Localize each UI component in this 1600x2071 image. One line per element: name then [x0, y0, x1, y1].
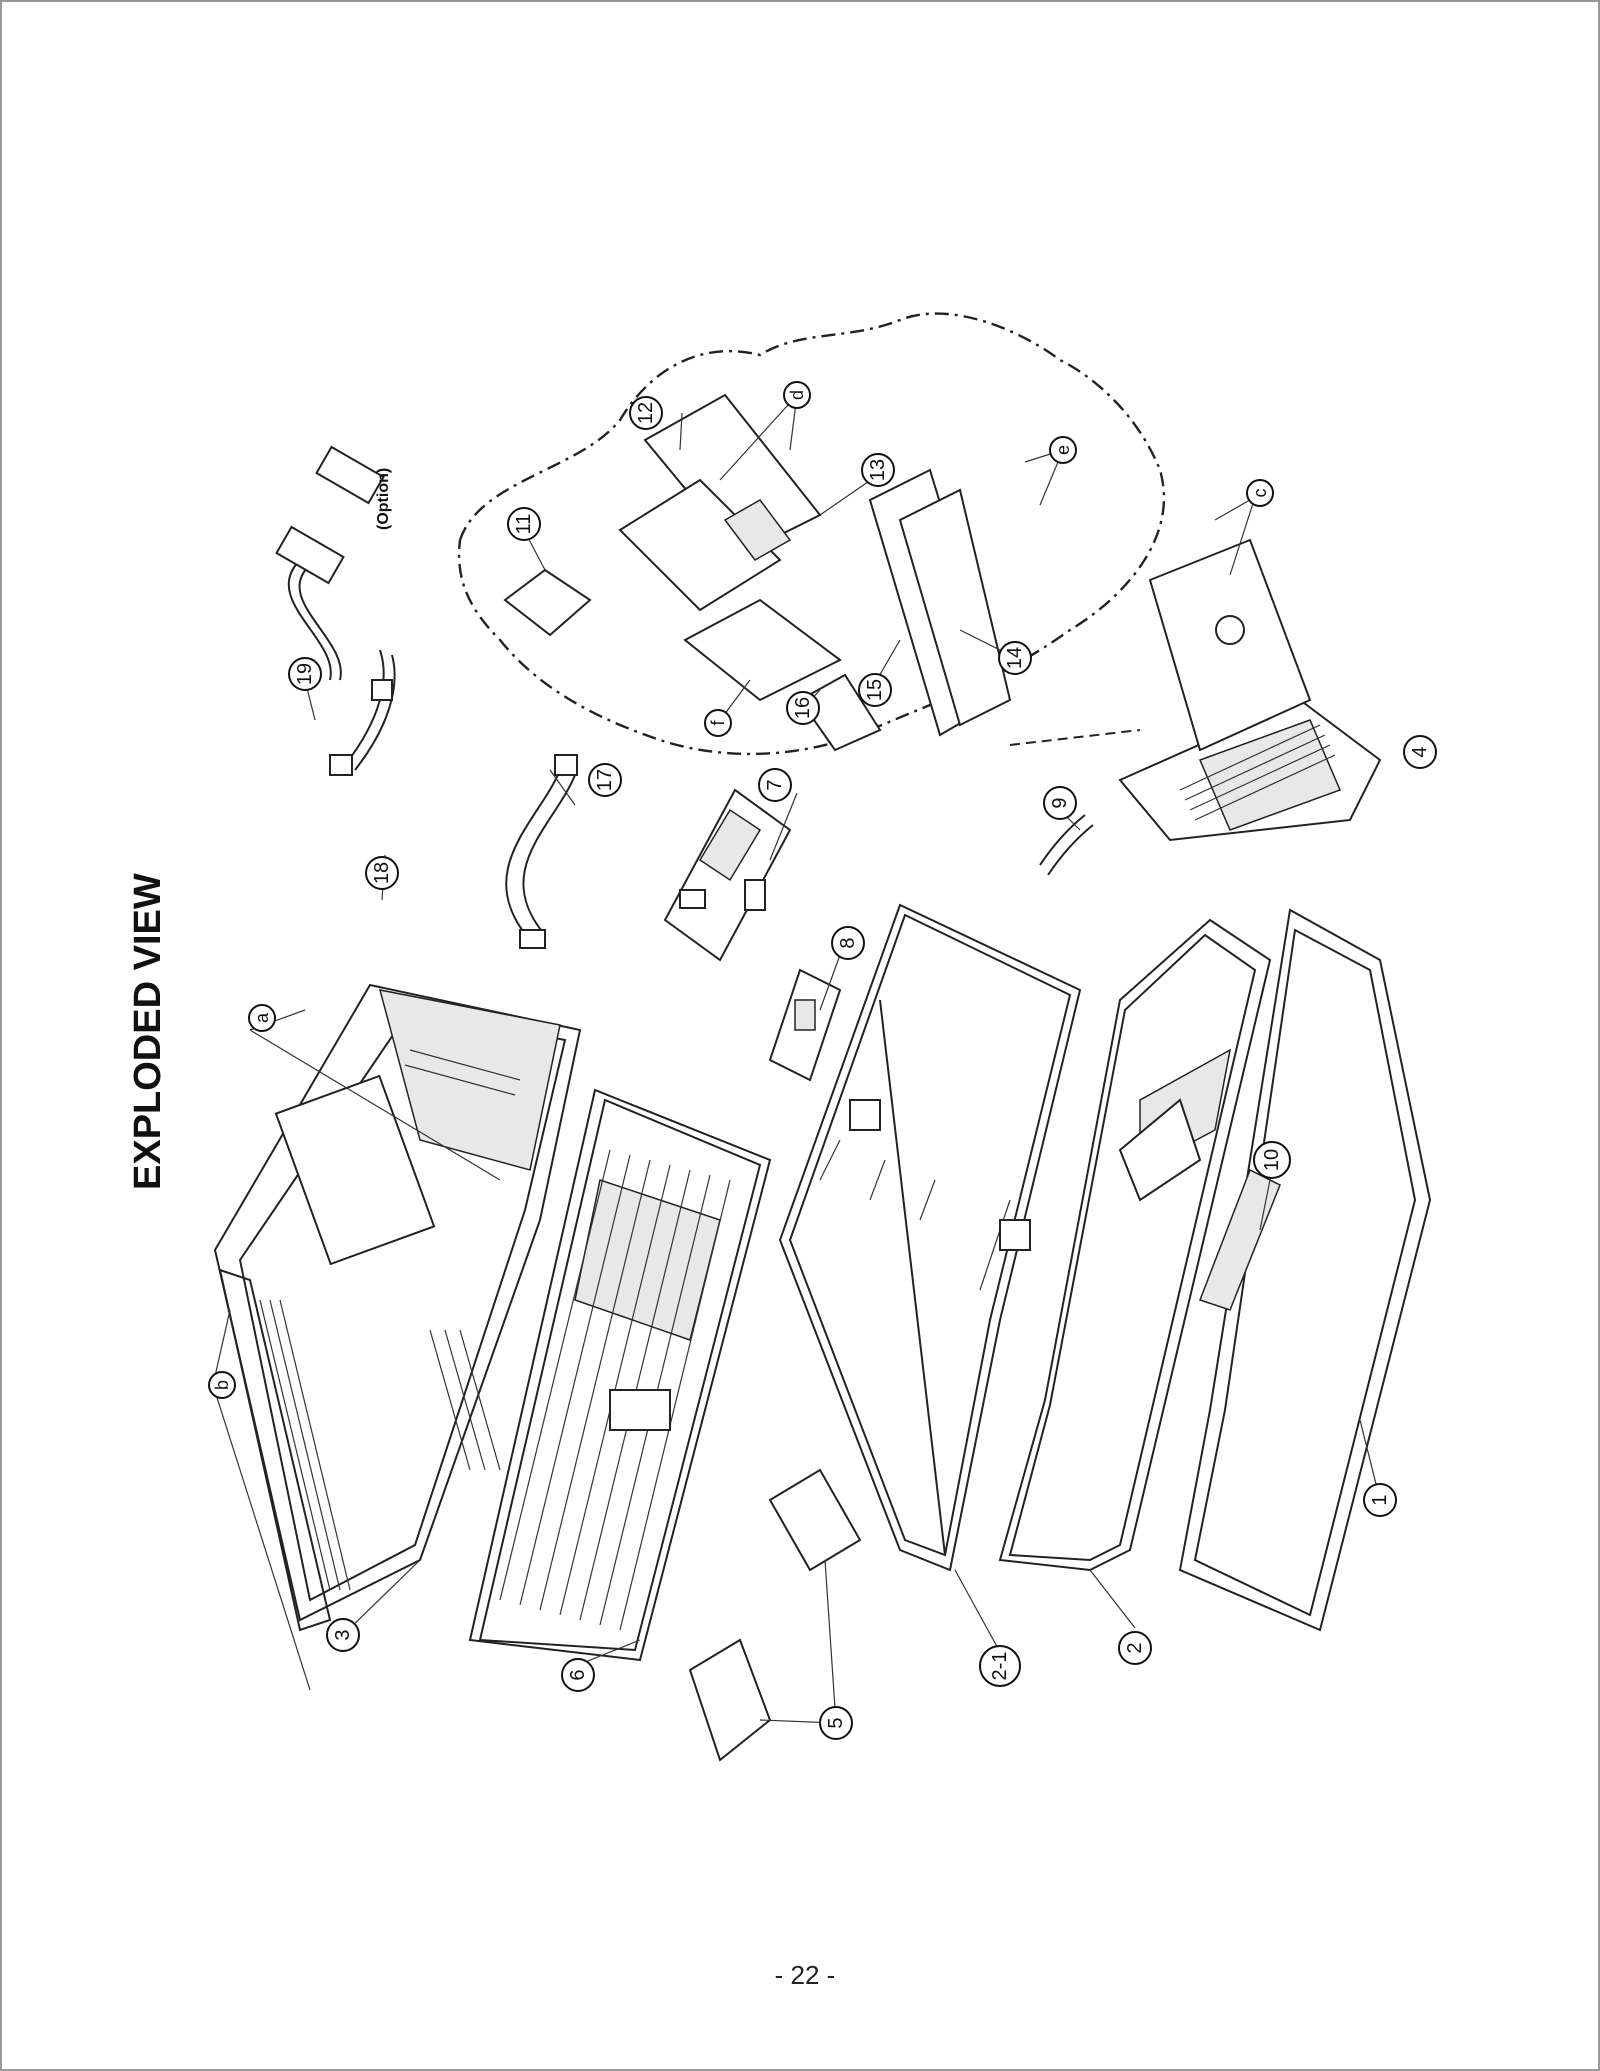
- callout-e: e: [1049, 436, 1077, 464]
- part-cable-tie: [1039, 814, 1094, 876]
- page-number: - 22 -: [774, 1960, 836, 1990]
- callout-2-1: 2-1: [979, 1645, 1021, 1687]
- callout-6: 6: [561, 1658, 595, 1692]
- svg-text:13: 13: [867, 459, 889, 481]
- part-stand-internals: [503, 393, 1012, 752]
- svg-text:e: e: [1053, 445, 1073, 455]
- callout-11: 11: [507, 507, 541, 541]
- svg-text:18: 18: [371, 862, 393, 884]
- stand-detail-outline: [457, 312, 1166, 756]
- svg-text:16: 16: [792, 697, 814, 719]
- svg-text:7: 7: [764, 779, 786, 790]
- callout-c: c: [1246, 479, 1274, 507]
- svg-text:17: 17: [594, 769, 616, 791]
- callout-16: 16: [786, 691, 820, 725]
- svg-text:8: 8: [837, 937, 859, 948]
- svg-text:3: 3: [332, 1629, 354, 1640]
- callout-3: 3: [326, 1618, 360, 1652]
- callout-9: 9: [1043, 786, 1077, 820]
- page-title: EXPLODED VIEW: [127, 873, 169, 1190]
- callout-10: 10: [1253, 1141, 1291, 1179]
- svg-text:b: b: [212, 1380, 232, 1390]
- callout-b: b: [208, 1371, 236, 1399]
- svg-text:12: 12: [635, 402, 657, 424]
- callout-d: d: [783, 381, 811, 409]
- part-stand: [1009, 538, 1382, 842]
- callout-7: 7: [758, 768, 792, 802]
- svg-text:19: 19: [294, 663, 316, 685]
- svg-text:1: 1: [1369, 1494, 1391, 1505]
- callout-13: 13: [861, 453, 895, 487]
- callout-19: 19: [288, 657, 322, 691]
- svg-text:c: c: [1250, 489, 1270, 498]
- callout-15: 15: [858, 673, 892, 707]
- svg-text:2: 2: [1124, 1642, 1146, 1653]
- svg-text:d: d: [787, 390, 807, 400]
- svg-text:5: 5: [825, 1717, 847, 1728]
- callout-14: 14: [998, 641, 1032, 675]
- callout-12: 12: [629, 396, 663, 430]
- part-lcd-module: [778, 903, 1082, 1572]
- svg-text:2-1: 2-1: [989, 1652, 1011, 1681]
- svg-text:9: 9: [1049, 797, 1071, 808]
- leader-lines: [212, 394, 1381, 1724]
- option-label: (Option): [375, 468, 392, 530]
- svg-text:11: 11: [513, 514, 535, 535]
- part-sub-board: [768, 968, 842, 1082]
- part-brackets: [688, 1468, 862, 1762]
- callout-17: 17: [588, 763, 622, 797]
- svg-text:f: f: [708, 720, 728, 726]
- callout-18: 18: [365, 856, 399, 890]
- svg-text:a: a: [252, 1012, 272, 1023]
- callout-f: f: [704, 709, 732, 737]
- callout-4: 4: [1403, 735, 1437, 769]
- callout-2: 2: [1118, 1631, 1152, 1665]
- part-main-board: [663, 788, 792, 962]
- part-front-bezel: [1118, 908, 1432, 1632]
- svg-text:14: 14: [1004, 647, 1026, 669]
- svg-text:6: 6: [567, 1669, 589, 1680]
- callout-5: 5: [819, 1706, 853, 1740]
- callout-a: a: [248, 1004, 276, 1032]
- callout-8: 8: [831, 926, 865, 960]
- part-cables: (Option): [275, 445, 578, 949]
- part-main-shield: [468, 1088, 772, 1662]
- svg-text:4: 4: [1409, 746, 1431, 757]
- callout-1: 1: [1363, 1483, 1397, 1517]
- svg-text:10: 10: [1261, 1149, 1283, 1171]
- part-back-cover: [213, 983, 582, 1632]
- svg-text:15: 15: [864, 679, 886, 701]
